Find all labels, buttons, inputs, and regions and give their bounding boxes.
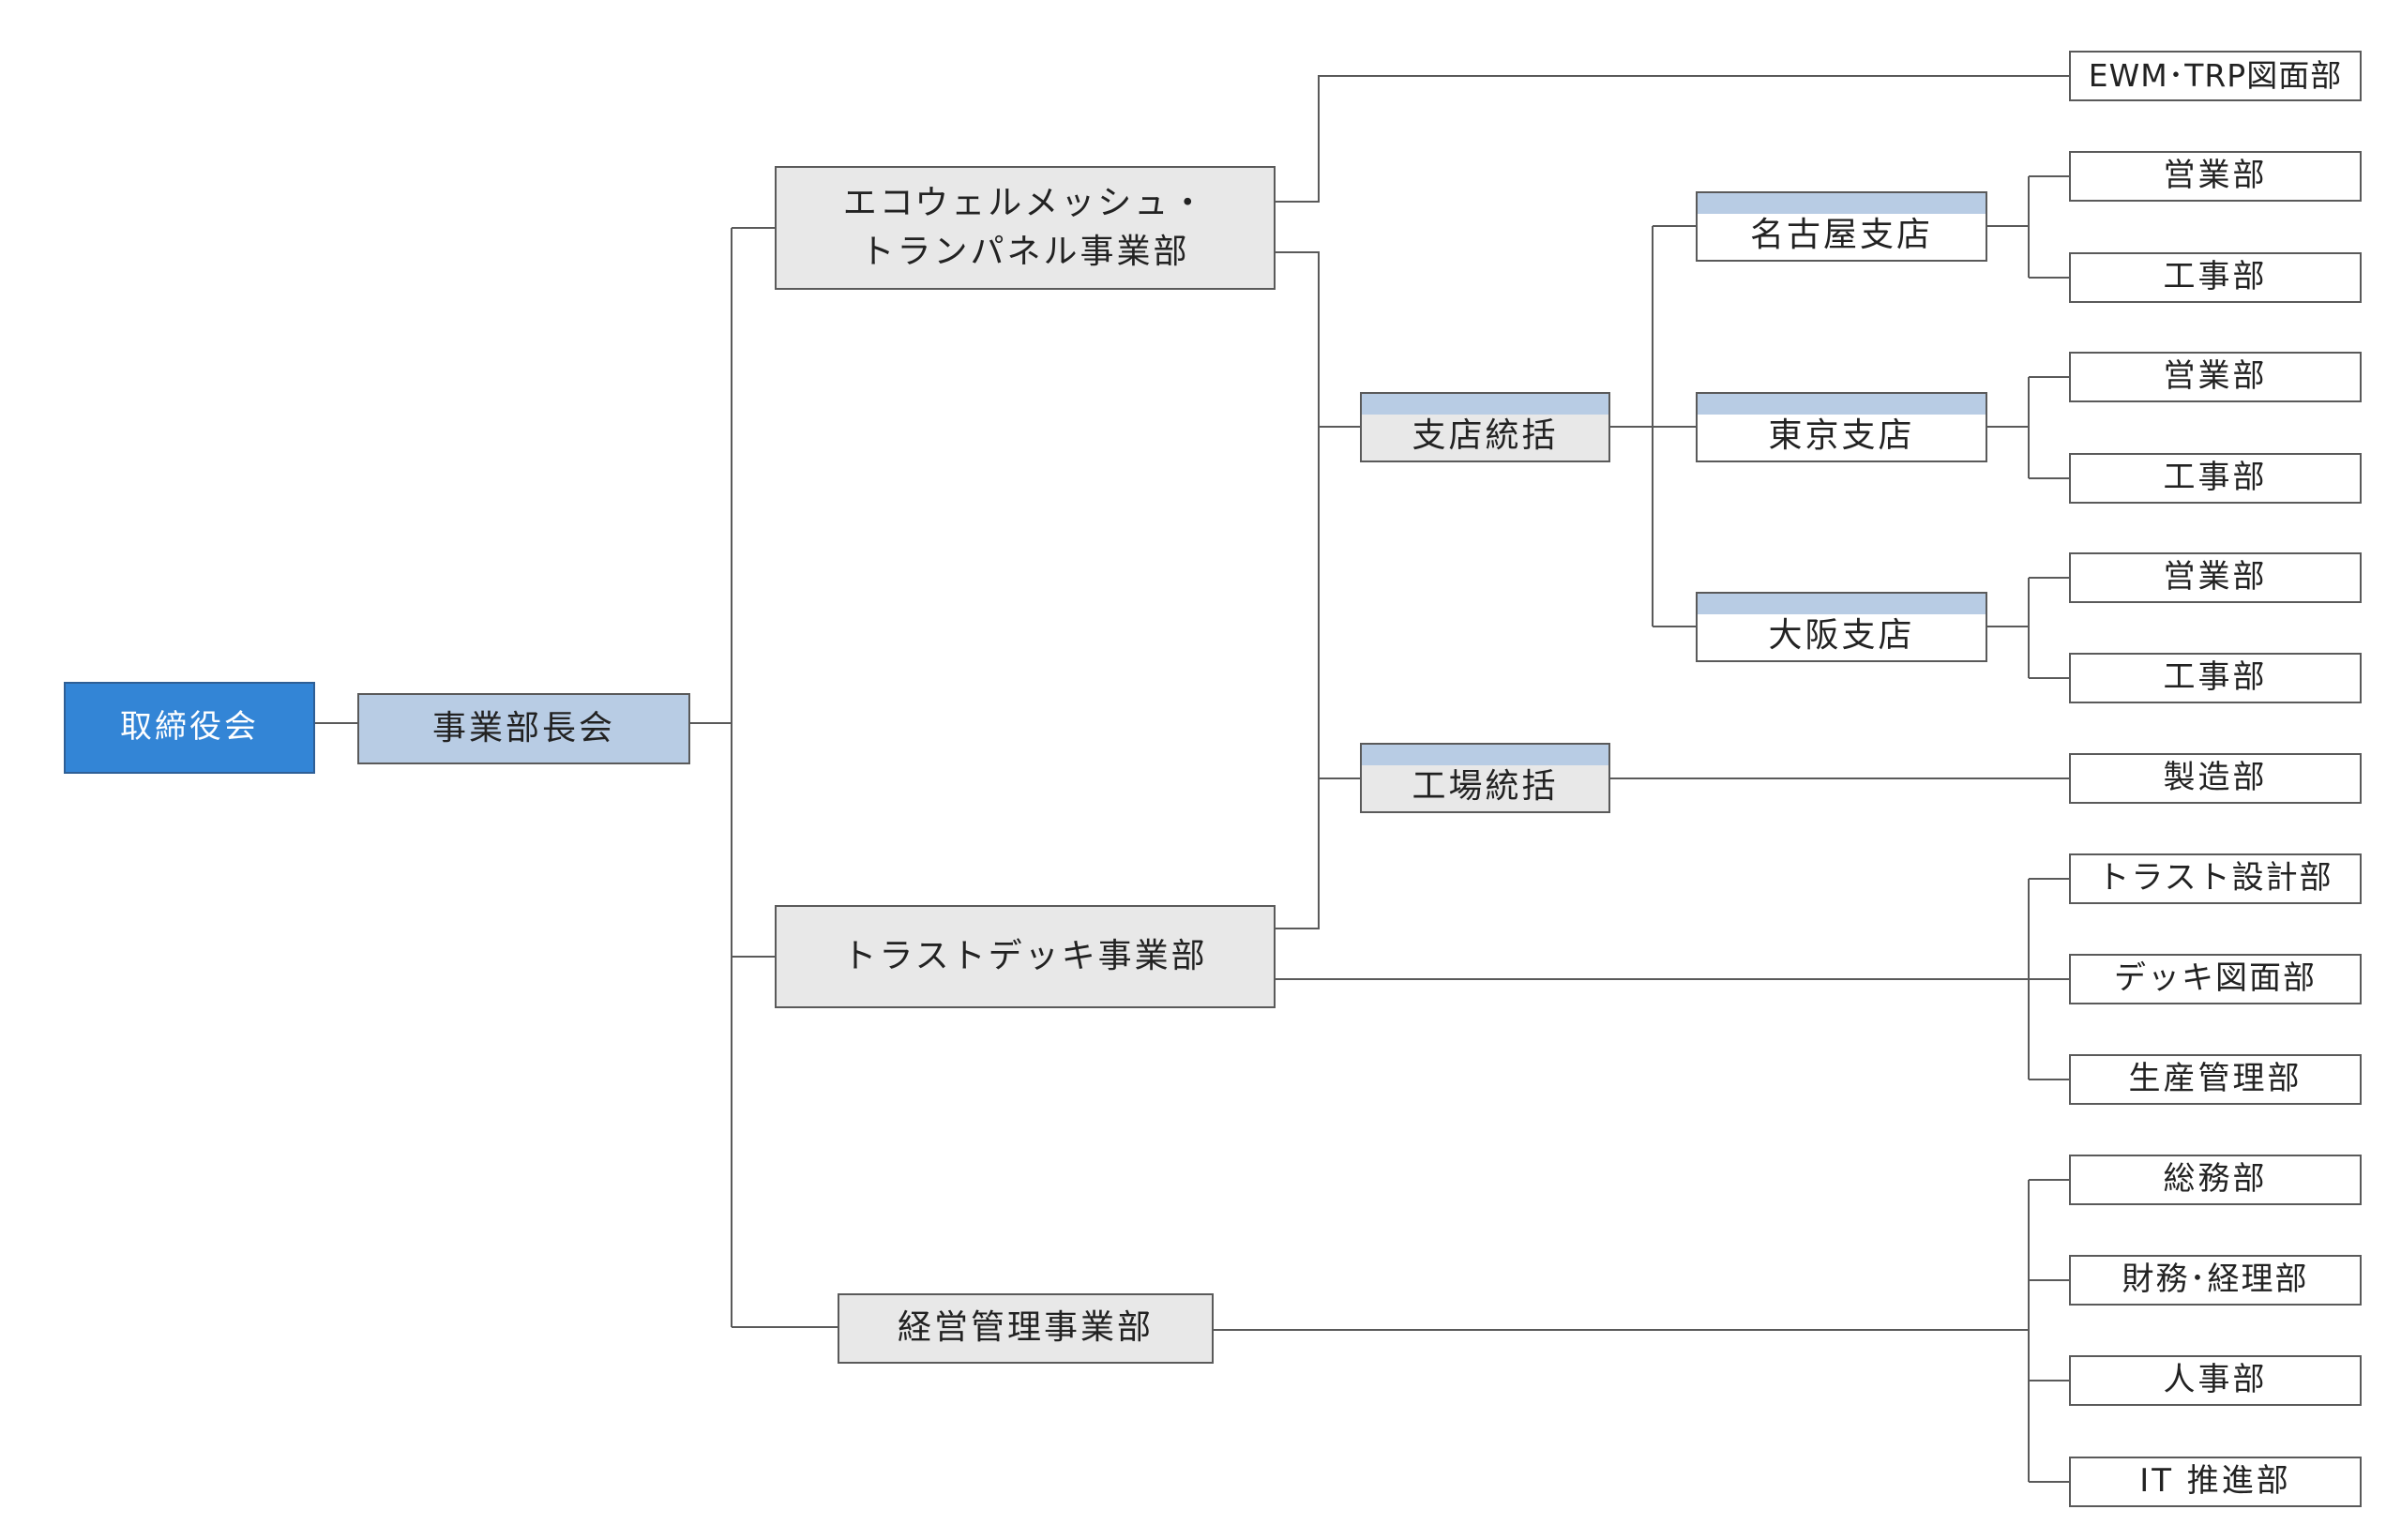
- node-osaka-sales: 営業部: [2069, 552, 2362, 603]
- node-tokyo-construction: 工事部: [2069, 453, 2362, 504]
- node-manufacturing-label: 製造部: [2163, 759, 2268, 797]
- node-trustdeck-label: トラストデッキ事業部: [842, 936, 1208, 975]
- node-deck-drawing-label: デッキ図面部: [2114, 959, 2317, 998]
- node-factory-hq: 工場統括: [1360, 743, 1610, 813]
- node-tokyo-construction-label: 工事部: [2163, 459, 2268, 497]
- node-nagoya-label: 名古屋支店: [1749, 216, 1933, 255]
- node-ewm-drawing: EWM･TRP図面部: [2069, 51, 2362, 101]
- node-deck-drawing: デッキ図面部: [2069, 954, 2362, 1004]
- node-nagoya-sales: 営業部: [2069, 151, 2362, 202]
- node-finance: 財務･経理部: [2069, 1255, 2362, 1306]
- node-nagoya: 名古屋支店: [1696, 191, 1987, 262]
- node-factory-hq-label: 工場統括: [1412, 767, 1559, 807]
- node-general-affairs: 総務部: [2069, 1155, 2362, 1205]
- node-trustdeck: トラストデッキ事業部: [775, 905, 1276, 1008]
- node-hr: 人事部: [2069, 1355, 2362, 1406]
- node-ewm-drawing-label: EWM･TRP図面部: [2088, 57, 2343, 95]
- node-board: 取締役会: [64, 682, 315, 774]
- node-tokyo-sales-label: 営業部: [2163, 357, 2268, 396]
- node-general-affairs-label: 総務部: [2163, 1160, 2268, 1199]
- node-osaka-sales-label: 営業部: [2163, 558, 2268, 596]
- node-it: IT 推進部: [2069, 1457, 2362, 1507]
- node-nagoya-construction: 工事部: [2069, 252, 2362, 303]
- node-finance-label: 財務･経理部: [2122, 1261, 2309, 1299]
- node-branch-hq: 支店統括: [1360, 392, 1610, 462]
- node-it-label: IT 推進部: [2139, 1462, 2291, 1501]
- node-mgmt: 経営管理事業部: [838, 1293, 1214, 1364]
- connector-ecowell-hq: [1276, 251, 1320, 929]
- connector-ecowell-ewm: [1276, 75, 2069, 203]
- node-branch-hq-label: 支店統括: [1412, 416, 1559, 456]
- node-tokyo: 東京支店: [1696, 392, 1987, 462]
- node-tokyo-label: 東京支店: [1768, 416, 1915, 456]
- node-manufacturing: 製造部: [2069, 753, 2362, 804]
- node-nagoya-sales-label: 営業部: [2163, 157, 2268, 195]
- node-hr-label: 人事部: [2163, 1361, 2268, 1399]
- node-ecowell-label: エコウェルメッシュ・ トランパネル事業部: [842, 183, 1208, 271]
- node-council: 事業部長会: [357, 693, 690, 764]
- node-production-mgmt-label: 生産管理部: [2128, 1060, 2303, 1098]
- node-osaka-construction: 工事部: [2069, 653, 2362, 703]
- node-osaka-construction-label: 工事部: [2163, 658, 2268, 697]
- node-council-label: 事業部長会: [431, 708, 615, 747]
- node-ecowell: エコウェルメッシュ・ トランパネル事業部: [775, 166, 1276, 290]
- node-osaka: 大阪支店: [1696, 592, 1987, 662]
- node-osaka-label: 大阪支店: [1768, 616, 1915, 656]
- node-trust-design-label: トラスト設計部: [2097, 859, 2333, 898]
- node-trust-design: トラスト設計部: [2069, 853, 2362, 904]
- node-nagoya-construction-label: 工事部: [2163, 258, 2268, 296]
- node-mgmt-label: 経営管理事業部: [897, 1308, 1154, 1348]
- node-tokyo-sales: 営業部: [2069, 352, 2362, 402]
- node-production-mgmt: 生産管理部: [2069, 1054, 2362, 1105]
- node-board-label: 取締役会: [120, 708, 259, 747]
